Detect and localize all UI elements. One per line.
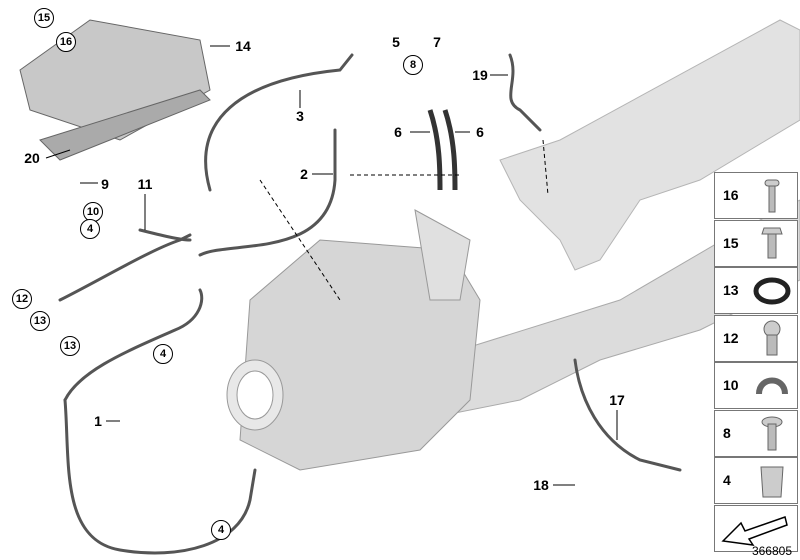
small-part-10: 10 bbox=[714, 362, 798, 409]
callout-20: 20 bbox=[24, 150, 40, 166]
callout-18: 18 bbox=[533, 477, 549, 493]
leader-lines bbox=[45, 45, 618, 486]
callout-17: 17 bbox=[609, 392, 625, 408]
callout-13: 13 bbox=[30, 311, 50, 331]
part-number: 13 bbox=[723, 282, 739, 298]
small-parts-panel: 16 15 13 12 10 8 4 bbox=[714, 172, 798, 552]
callout-4: 4 bbox=[80, 219, 100, 239]
part-8-icon bbox=[761, 416, 783, 450]
callout-10: 10 bbox=[83, 202, 103, 222]
small-part-4: 4 bbox=[714, 457, 798, 504]
part-number: 10 bbox=[723, 377, 739, 393]
small-part-12: 12 bbox=[714, 314, 798, 362]
bracket-14 bbox=[19, 19, 211, 161]
hoses-6 bbox=[427, 109, 458, 191]
arrow-icon bbox=[721, 515, 788, 546]
callout-14: 14 bbox=[235, 38, 251, 54]
callout-6: 6 bbox=[394, 124, 402, 140]
sensor-cables bbox=[58, 53, 682, 555]
callout-11: 11 bbox=[137, 176, 153, 192]
callout-4: 4 bbox=[211, 520, 231, 540]
callout-3: 3 bbox=[296, 108, 304, 124]
direction-arrow-box bbox=[714, 504, 798, 552]
callout-15: 15 bbox=[34, 8, 54, 28]
callout-13: 13 bbox=[60, 336, 80, 356]
small-part-16: 16 bbox=[714, 172, 798, 219]
callout-1: 1 bbox=[94, 413, 102, 429]
part-number: 4 bbox=[723, 472, 731, 488]
part-number: 12 bbox=[723, 329, 739, 346]
callout-8: 8 bbox=[403, 55, 423, 75]
part-number: 15 bbox=[723, 234, 739, 251]
callout-9: 9 bbox=[101, 176, 109, 192]
callout-7: 7 bbox=[433, 34, 441, 50]
small-part-15: 15 bbox=[714, 219, 798, 267]
reference-number: 366805 bbox=[751, 544, 792, 558]
callout-5: 5 bbox=[392, 34, 400, 50]
part-13-icon bbox=[753, 277, 791, 305]
callout-16: 16 bbox=[56, 32, 76, 52]
small-part-8: 8 bbox=[714, 409, 798, 457]
small-part-13: 13 bbox=[714, 267, 798, 314]
callout-12: 12 bbox=[12, 289, 32, 309]
callout-4: 4 bbox=[153, 344, 173, 364]
part-12-icon bbox=[763, 320, 781, 355]
part-10-icon bbox=[756, 377, 788, 395]
part-16-icon bbox=[764, 179, 780, 213]
part-15-icon bbox=[761, 227, 783, 258]
part-number: 8 bbox=[723, 424, 731, 441]
part-4-icon bbox=[760, 466, 784, 498]
callout-19: 19 bbox=[472, 67, 488, 83]
intake-manifold bbox=[499, 19, 800, 271]
part-number: 16 bbox=[723, 187, 739, 203]
particulate-filter bbox=[226, 209, 481, 471]
callout-2: 2 bbox=[300, 166, 308, 182]
callout-6: 6 bbox=[476, 124, 484, 140]
